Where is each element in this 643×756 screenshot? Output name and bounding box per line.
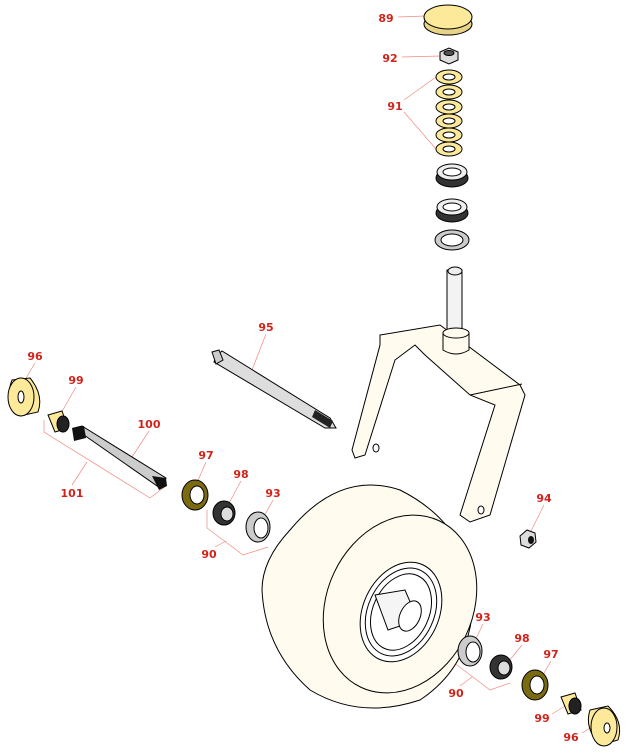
nut-94 bbox=[519, 529, 537, 549]
callout-90-left: 90 bbox=[201, 548, 217, 561]
washers-91 bbox=[435, 69, 463, 157]
wheel bbox=[261, 484, 478, 709]
callout-93-right: 93 bbox=[475, 611, 490, 624]
seal-97-left bbox=[181, 479, 209, 511]
axle-100 bbox=[72, 425, 167, 490]
callout-97-left: 97 bbox=[198, 449, 213, 462]
callout-91: 91 bbox=[387, 100, 402, 113]
callout-98-left: 98 bbox=[233, 468, 248, 481]
spacer-96-left bbox=[7, 377, 41, 417]
callout-90-right: 90 bbox=[448, 687, 464, 700]
callout-89: 89 bbox=[378, 12, 393, 25]
cap-89 bbox=[423, 4, 473, 36]
callout-100: 100 bbox=[138, 418, 161, 431]
callouts: 89 92 91 95 96 99 100 101 97 98 93 90 94… bbox=[27, 12, 579, 744]
callout-96-right: 96 bbox=[563, 731, 579, 744]
callout-94: 94 bbox=[536, 492, 552, 505]
nut-92 bbox=[439, 47, 459, 65]
bearing-top bbox=[435, 163, 469, 188]
bearing-lower bbox=[435, 198, 469, 223]
callout-98-right: 98 bbox=[514, 632, 529, 645]
race-93-left bbox=[245, 511, 271, 543]
callout-92: 92 bbox=[382, 52, 397, 65]
callout-97-right: 97 bbox=[543, 648, 558, 661]
bearing-98-left bbox=[212, 500, 236, 526]
bushing-99-right bbox=[560, 692, 582, 715]
callout-95: 95 bbox=[258, 321, 273, 334]
callout-99-right: 99 bbox=[534, 712, 549, 725]
seal-97-right bbox=[521, 669, 549, 701]
callout-93-left: 93 bbox=[265, 487, 280, 500]
bearing-98-right bbox=[489, 654, 513, 680]
bushing-99-left bbox=[47, 410, 70, 433]
bolt-95 bbox=[211, 349, 337, 429]
bearing-race bbox=[434, 229, 470, 251]
callout-101: 101 bbox=[61, 487, 84, 500]
callout-96-left: 96 bbox=[27, 350, 43, 363]
fork bbox=[351, 266, 526, 523]
callout-99-left: 99 bbox=[68, 374, 83, 387]
spacer-96-right bbox=[587, 705, 621, 747]
race-93-right bbox=[457, 635, 483, 667]
